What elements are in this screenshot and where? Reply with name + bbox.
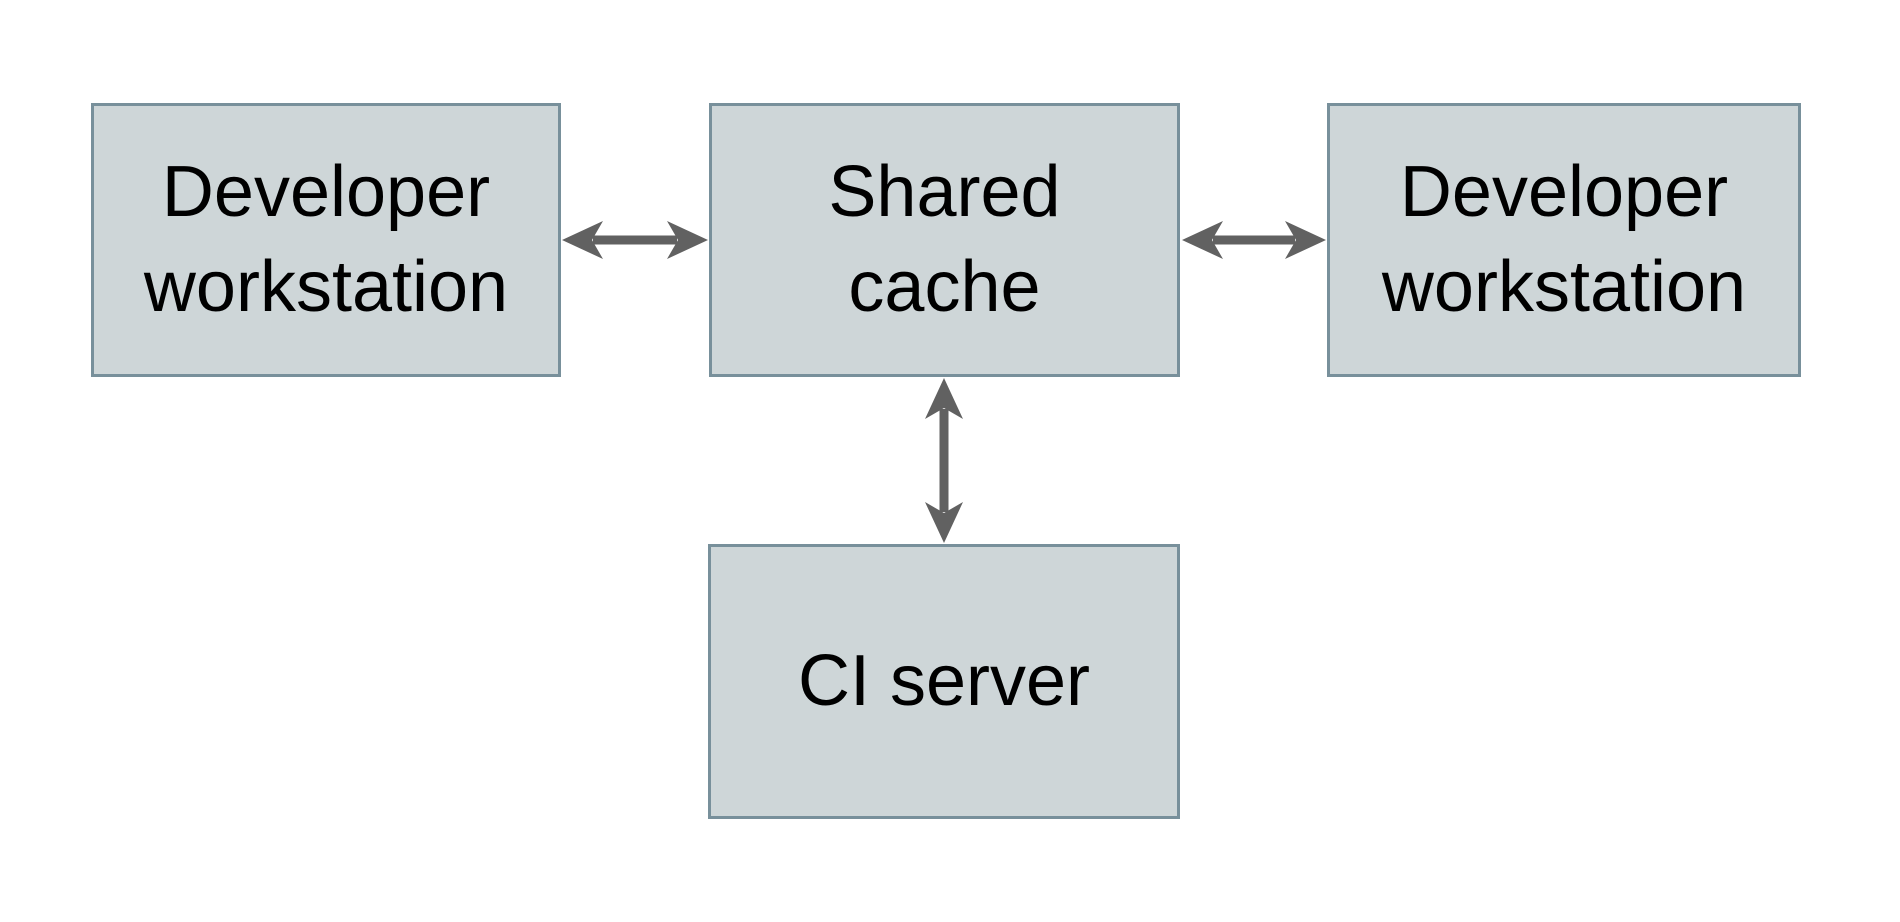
node-label-line: Developer bbox=[161, 151, 491, 232]
node-ci-server: CI server bbox=[708, 544, 1180, 819]
node-label-line: workstation bbox=[1381, 247, 1747, 327]
bidirectional-arrow-cache-to-right-workstation bbox=[1181, 208, 1327, 272]
double-arrow-vertical-icon bbox=[925, 378, 963, 543]
node-developer-workstation-left: Developer workstation bbox=[91, 103, 561, 377]
node-label-line: Shared bbox=[828, 151, 1061, 232]
double-arrow-horizontal-icon bbox=[562, 221, 708, 259]
node-shared-cache: Shared cache bbox=[709, 103, 1180, 377]
node-developer-workstation-right: Developer workstation bbox=[1327, 103, 1801, 377]
node-label-line: workstation bbox=[143, 247, 509, 327]
node-label-line: cache bbox=[848, 247, 1041, 327]
bidirectional-arrow-left-workstation-to-cache bbox=[561, 208, 709, 272]
node-label-line: CI server bbox=[797, 640, 1091, 721]
bidirectional-arrow-cache-to-ci-server bbox=[914, 377, 974, 544]
node-label-line: Developer bbox=[1399, 151, 1729, 232]
double-arrow-horizontal-icon bbox=[1182, 221, 1326, 259]
